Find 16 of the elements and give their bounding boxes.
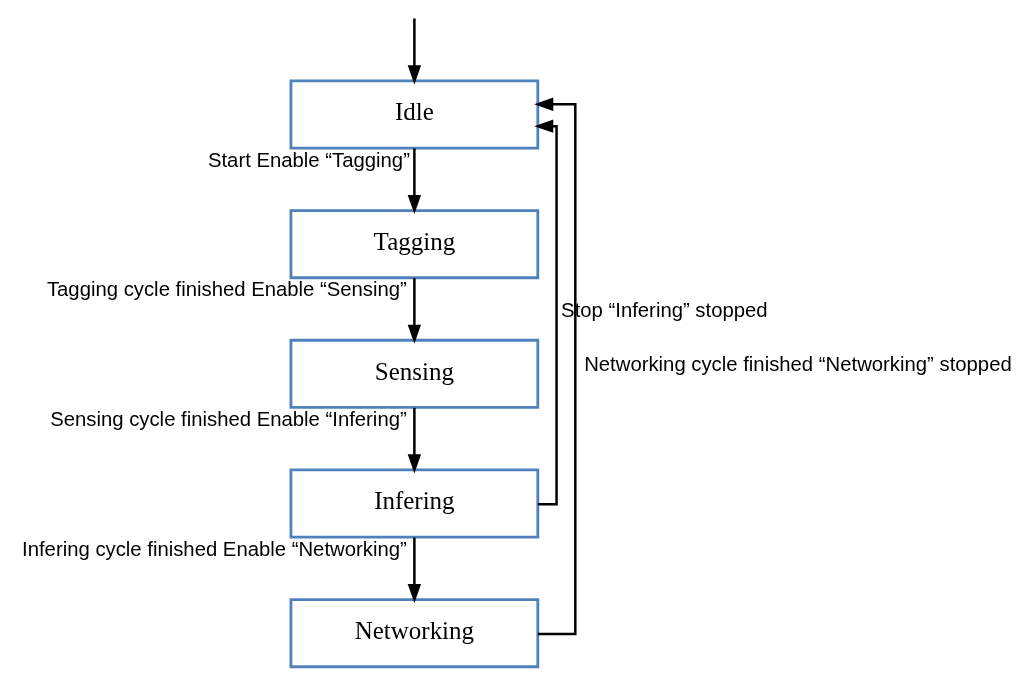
arrow [407,148,422,215]
edge-label: Start Enable “Tagging” [207,148,410,171]
arrow [534,97,577,636]
arrow [407,407,422,474]
node-box: Infering [289,468,540,539]
edge-label: Sensing cycle finished Enable “Infering” [50,408,407,431]
arrow [407,18,422,85]
edge-label: Infering cycle finished Enable “Networking” [22,537,407,560]
edge-label: Networking cycle finished “Networking” stopped [584,352,1012,375]
arrow [407,278,422,344]
arrow [407,537,422,604]
node-box: Tagging [289,209,540,280]
node-box: Idle [289,79,540,150]
edge-label: Tagging cycle finished Enable “Sensing” [46,278,407,301]
node-box: Networking [289,598,540,669]
node-box: Sensing [289,338,540,409]
